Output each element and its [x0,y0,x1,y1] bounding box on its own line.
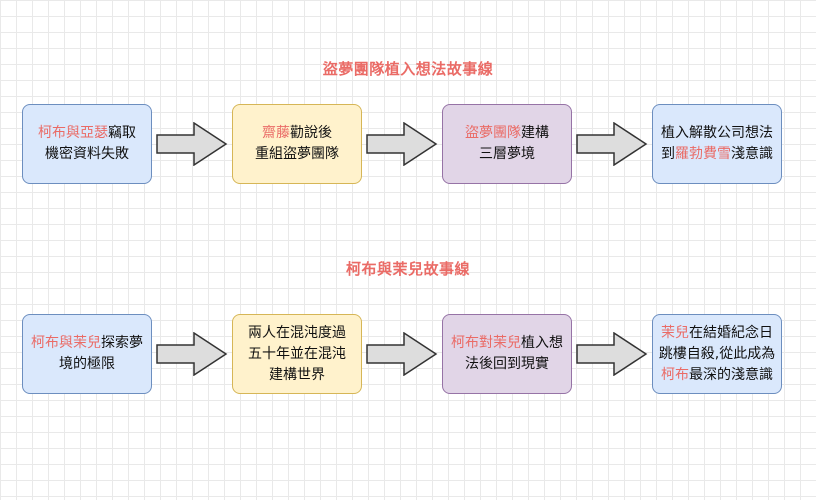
flow-arrow-icon [576,332,648,376]
flow-step-line: 建構世界 [248,365,346,386]
step-text: 最深的淺意識 [688,366,773,383]
flow-arrow-icon [156,122,228,166]
step-text: 淺意識 [731,146,773,162]
highlighted-name: 柯布對茉兒 [451,335,521,351]
step-text: 到 [661,146,675,162]
highlighted-name: 羅勃費雪 [675,146,731,162]
step-text: 法後回到現實 [465,356,549,372]
highlighted-name: 齋藤 [262,125,290,141]
flow-step-line: 機密資料失敗 [38,144,136,165]
flow-step-line: 法後回到現實 [451,354,563,375]
flow-step-text: 盜夢團隊建構三層夢境 [465,123,549,165]
flow-step-text: 齋藤勸說後重組盜夢團隊 [255,123,339,165]
flow-step-text: 兩人在混沌度過五十年並在混沌建構世界 [248,323,346,386]
flow-step-box: 盜夢團隊建構三層夢境 [442,104,572,184]
step-text: 機密資料失敗 [45,146,129,162]
flow-step-line: 盜夢團隊建構 [465,123,549,144]
flow-step-line: 境的極限 [31,354,143,375]
highlighted-name: 柯布與茉兒 [31,335,101,351]
flow-step-line: 到羅勃費雪淺意識 [661,144,773,165]
flow-step-line: 五十年並在混沌 [248,344,346,365]
step-text: 建構世界 [269,366,325,383]
step-text: 勸說後 [290,125,332,141]
flow-step-line: 跳樓自殺,從此成為 [659,344,775,365]
step-text: 跳樓自殺,從此成為 [658,345,776,362]
step-text: 五十年並在混沌 [248,345,346,362]
flow-step-line: 柯布與茉兒探索夢 [31,333,143,354]
step-text: 境的極限 [59,356,115,372]
step-text: 三層夢境 [479,146,535,162]
step-text: 在結婚紀念日 [688,324,773,341]
flow-step-line: 兩人在混沌度過 [248,323,346,344]
highlighted-name: 茉兒 [660,324,689,341]
highlighted-name: 盜夢團隊 [465,125,521,141]
flow-step-line: 三層夢境 [465,144,549,165]
step-text: 竊取 [108,125,136,141]
flow-step-line: 柯布與亞瑟竊取 [38,123,136,144]
flow-step-line: 重組盜夢團隊 [255,144,339,165]
flow-step-text: 柯布對茉兒植入想法後回到現實 [451,333,563,375]
flow-step-text: 植入解散公司想法到羅勃費雪淺意識 [661,123,773,165]
section-title: 盜夢團隊植入想法故事線 [322,60,494,78]
flow-step-line: 柯布最深的淺意識 [659,365,775,386]
flow-arrow-icon [366,332,438,376]
step-text: 植入想 [521,335,563,351]
section-title: 柯布與茉兒故事線 [345,260,470,278]
flow-arrow-icon [156,332,228,376]
flow-step-box: 柯布與茉兒探索夢境的極限 [22,314,152,394]
step-text: 建構 [521,125,549,141]
flow-step-box: 柯布與亞瑟竊取機密資料失敗 [22,104,152,184]
highlighted-name: 柯布與亞瑟 [38,125,108,141]
flow-step-box: 茉兒在結婚紀念日跳樓自殺,從此成為柯布最深的淺意識 [652,314,782,394]
flow-step-text: 柯布與亞瑟竊取機密資料失敗 [38,123,136,165]
flow-step-box: 兩人在混沌度過五十年並在混沌建構世界 [232,314,362,394]
step-text: 重組盜夢團隊 [255,146,339,162]
flow-step-box: 植入解散公司想法到羅勃費雪淺意識 [652,104,782,184]
highlighted-name: 柯布 [660,366,689,383]
flow-step-line: 茉兒在結婚紀念日 [659,323,775,344]
flow-arrow-icon [576,122,648,166]
step-text: 植入解散公司想法 [661,125,773,141]
flow-step-box: 齋藤勸說後重組盜夢團隊 [232,104,362,184]
flow-step-box: 柯布對茉兒植入想法後回到現實 [442,314,572,394]
flow-step-line: 齋藤勸說後 [255,123,339,144]
step-text: 探索夢 [101,335,143,351]
flow-step-text: 茉兒在結婚紀念日跳樓自殺,從此成為柯布最深的淺意識 [659,323,775,386]
step-text: 兩人在混沌度過 [248,324,346,341]
flow-step-line: 植入解散公司想法 [661,123,773,144]
flow-step-line: 柯布對茉兒植入想 [451,333,563,354]
flow-arrow-icon [366,122,438,166]
flow-step-text: 柯布與茉兒探索夢境的極限 [31,333,143,375]
